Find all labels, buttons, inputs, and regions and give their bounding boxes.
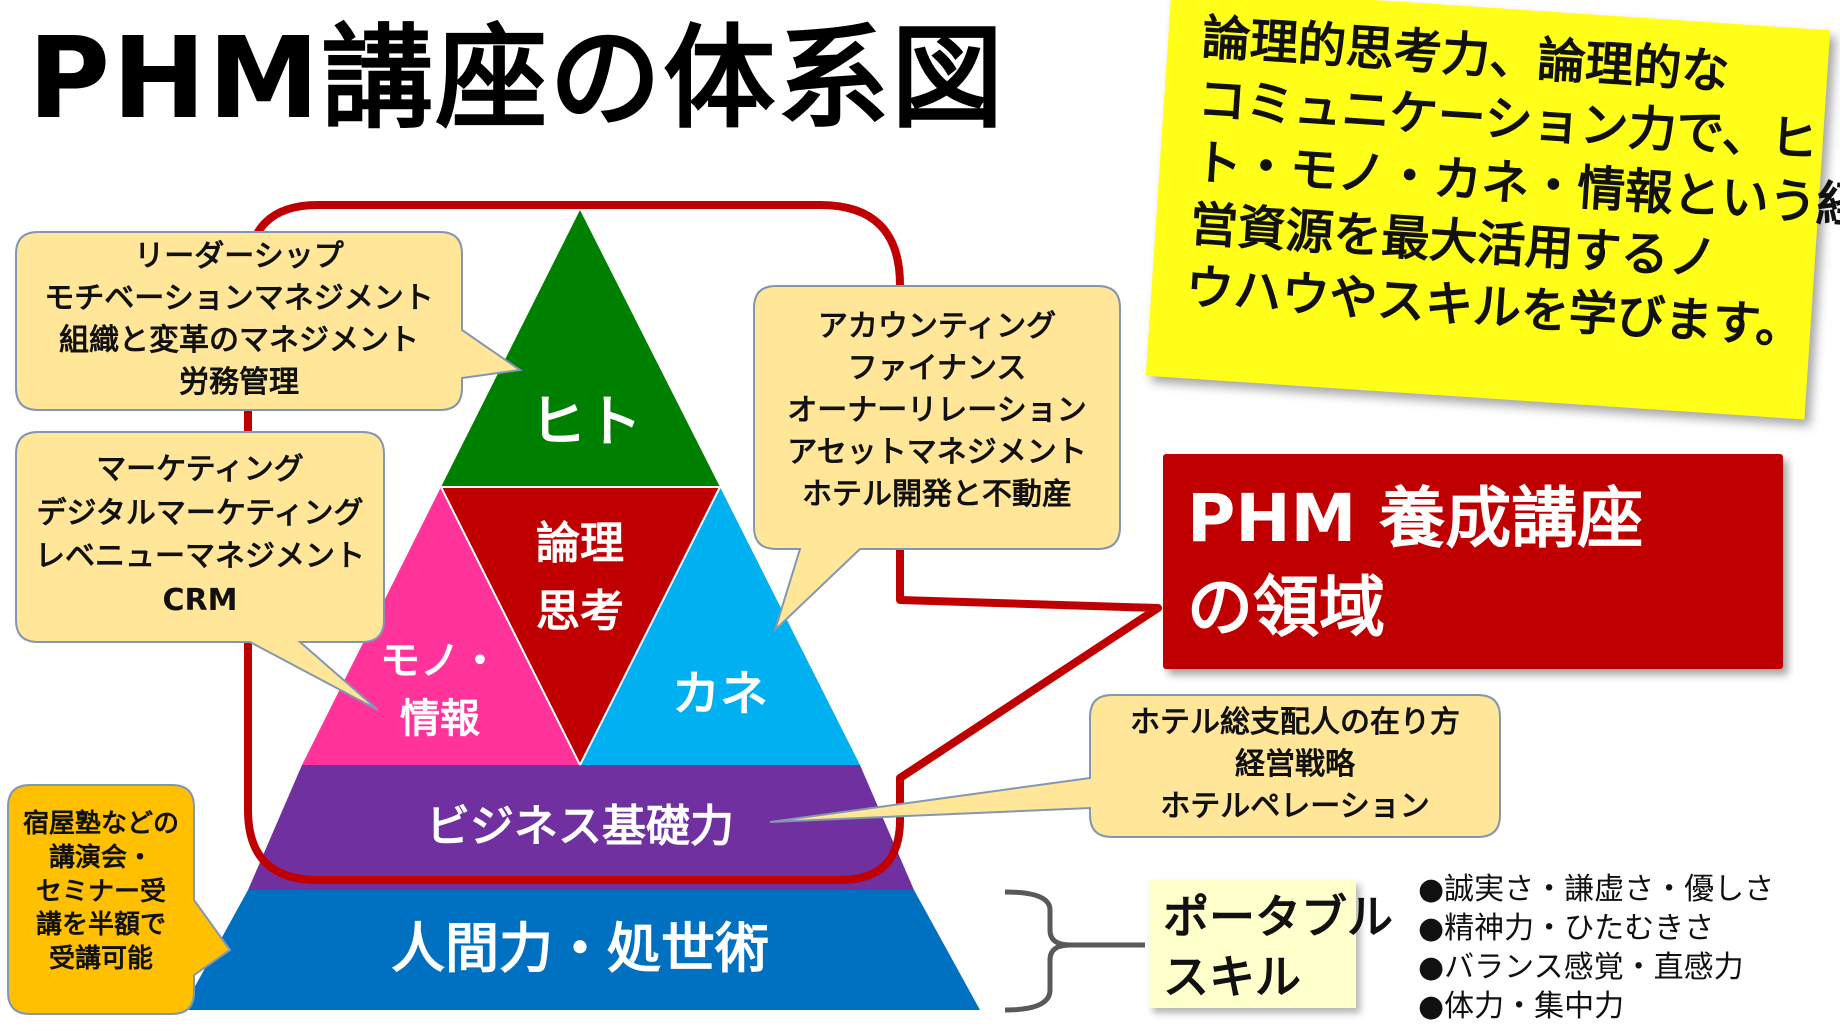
mono-bubble-line: マーケティング [96, 452, 304, 487]
seminar-bubble-shape [7, 784, 232, 1015]
kane-bubble-shape [753, 285, 1121, 634]
mono-label-line1: モノ・ [380, 638, 500, 684]
skill-item: ●誠実さ・謙虚さ・優しさ [1418, 872, 1775, 907]
hito-bubble-line: 労務管理 [179, 365, 299, 400]
logic-label-line1: 論理 [536, 518, 624, 569]
skill-item: ●精神力・ひたむきさ [1418, 911, 1715, 946]
phm-domain-box: PHM 養成講座 の領域 [1163, 454, 1783, 669]
hito-bubble: リーダーシップ モチベーションマネジメント 組織と変革のマネジメント 労務管理 [16, 236, 462, 404]
skill-item: ●バランス感覚・直感力 [1418, 950, 1744, 985]
hito-label: ヒト [530, 390, 642, 455]
logic-label: 論理 思考 [515, 510, 645, 646]
mono-bubble-line: デジタルマーケティング [36, 495, 364, 531]
mono-label-line2: 情報 [400, 696, 480, 742]
phm-domain-text: PHM 養成講座 の領域 [1187, 474, 1643, 652]
seminar-bubble-line: 受講可能 [48, 944, 153, 975]
hito-bubble-line: 組織と変革のマネジメント [59, 323, 419, 358]
seminar-bubble-line: 宿屋塾などの [22, 809, 179, 839]
mono-bubble: マーケティング デジタルマーケティング レベニューマネジメント CRM [16, 448, 384, 622]
business-bubble-line: ホテルペレーション [1160, 789, 1430, 824]
phm-domain-line1: PHM 養成講座 [1187, 480, 1644, 557]
seminar-bubble-line: セミナー受 [35, 876, 166, 907]
page-title: PHM講座の体系図 [28, 14, 1006, 144]
kane-bubble-line: アカウンティング [817, 309, 1057, 344]
bracket-brace [1004, 889, 1145, 1013]
pyramid-separators [440, 486, 721, 766]
logic-triangle [441, 487, 720, 765]
kane-triangle [580, 487, 860, 765]
skills-list: ●誠実さ・謙虚さ・優しさ ●精神力・ひたむきさ ●バランス感覚・直感力 ●体力・… [1418, 870, 1774, 1026]
business-bubble: ホテル総支配人の在り方 経営戦略 ホテルペレーション [1090, 702, 1500, 828]
kane-bubble-line: オーナーリレーション [787, 393, 1087, 428]
business-bubble-line: ホテル総支配人の在り方 [1130, 705, 1460, 740]
yellow-note: 論理的思考力、論理的な コミュニケーション力で、ヒ ト・モノ・カネ・情報という経… [1145, 0, 1840, 420]
portable-skill-line2: スキル [1163, 949, 1301, 1004]
kane-bubble: アカウンティング ファイナンス オーナーリレーション アセットマネジメント ホテ… [754, 306, 1120, 516]
portable-skill-box: ポータブル スキル [1149, 880, 1393, 1008]
logic-label-line2: 思考 [536, 586, 624, 638]
portable-skill-line1: ポータブル [1163, 890, 1393, 944]
kane-label: カネ [671, 666, 768, 722]
portable-skill-text: ポータブル スキル [1163, 888, 1393, 1008]
mono-bubble-shape [15, 431, 385, 711]
business-band [248, 765, 914, 890]
hito-bubble-line: リーダーシップ [134, 239, 344, 274]
kane-bubble-line: ホテル開発と不動産 [802, 477, 1072, 512]
business-bubble-shape [769, 694, 1501, 838]
kane-bubble-line: ファイナンス [847, 351, 1027, 386]
hito-triangle [441, 210, 720, 487]
base-band-label: 人間力・処世術 [391, 917, 769, 980]
seminar-bubble: 宿屋塾などの 講演会・ セミナー受 講を半額で 受講可能 [8, 808, 194, 977]
hito-bubble-shape [15, 231, 523, 411]
yellow-note-text: 論理的思考力、論理的な コミュニケーション力で、ヒ ト・モノ・カネ・情報という経… [1184, 7, 1840, 359]
seminar-bubble-line: 講演会・ [48, 842, 153, 873]
seminar-bubble-line: 講を半額で [35, 910, 166, 941]
mono-bubble-line: レベニューマネジメント [35, 539, 365, 574]
business-band-label: ビジネス基礎力 [426, 801, 734, 852]
mono-triangle [302, 487, 580, 765]
hito-bubble-line: モチベーションマネジメント [44, 281, 434, 316]
skill-item: ●体力・集中力 [1418, 989, 1625, 1024]
mono-bubble-line: CRM [162, 582, 238, 618]
kane-bubble-line: アセットマネジメント [787, 435, 1087, 470]
base-band [182, 890, 980, 1010]
business-bubble-line: 経営戦略 [1235, 747, 1355, 782]
phm-domain-line2: の領域 [1187, 569, 1385, 647]
mono-label: モノ・ 情報 [375, 632, 505, 748]
